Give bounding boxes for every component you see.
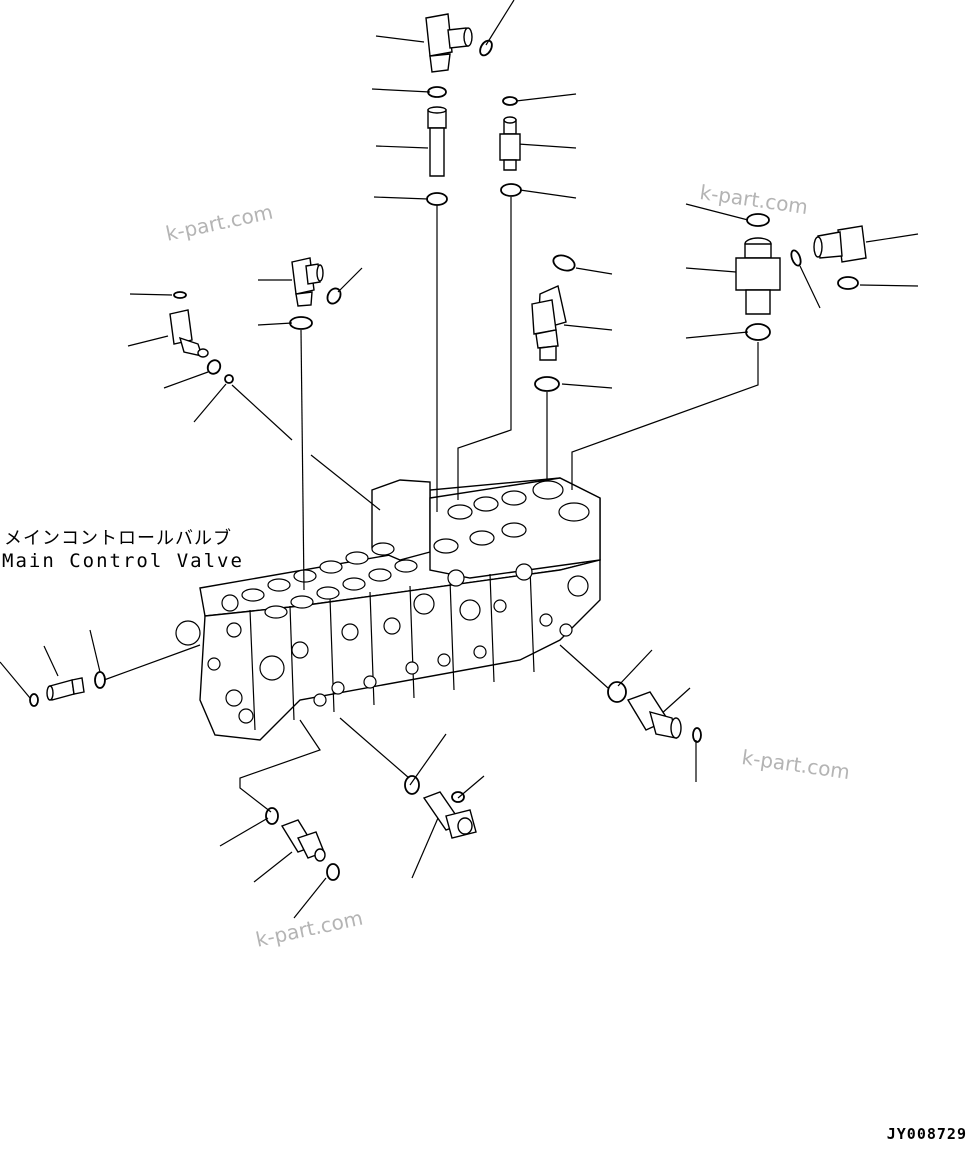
callout-pointer-lines	[0, 0, 919, 919]
drawing-number: JY008729	[886, 1125, 967, 1143]
o-rings	[29, 39, 859, 881]
adapter-lower-left	[280, 819, 326, 862]
elbow-45-fitting-center-right	[531, 285, 567, 361]
elbow-fitting-top	[425, 13, 473, 73]
fittings	[46, 13, 867, 862]
top-ports-row-2	[264, 559, 418, 619]
elbow-fitting-lower-center	[422, 791, 477, 839]
top-ports-row-1	[241, 542, 395, 602]
elbow-fitting-far-right	[813, 225, 867, 263]
upper-block-ports	[433, 480, 590, 554]
elbow-fitting-left-lower	[169, 309, 209, 358]
elbow-fitting-left-upper	[291, 257, 324, 307]
adapter-short-center	[499, 116, 521, 171]
part-name-english: Main Control Valve	[2, 550, 244, 572]
front-face-bosses	[175, 563, 589, 724]
elbow-45-fitting-lower-right	[626, 691, 682, 739]
connection-leaders	[103, 197, 759, 813]
adapter-block-right	[735, 237, 781, 315]
plug-fitting-left	[46, 677, 85, 701]
part-name-japanese: メインコントロールバルブ	[4, 528, 232, 549]
main-control-valve-body	[175, 477, 601, 741]
adapter-long-center	[427, 106, 447, 177]
